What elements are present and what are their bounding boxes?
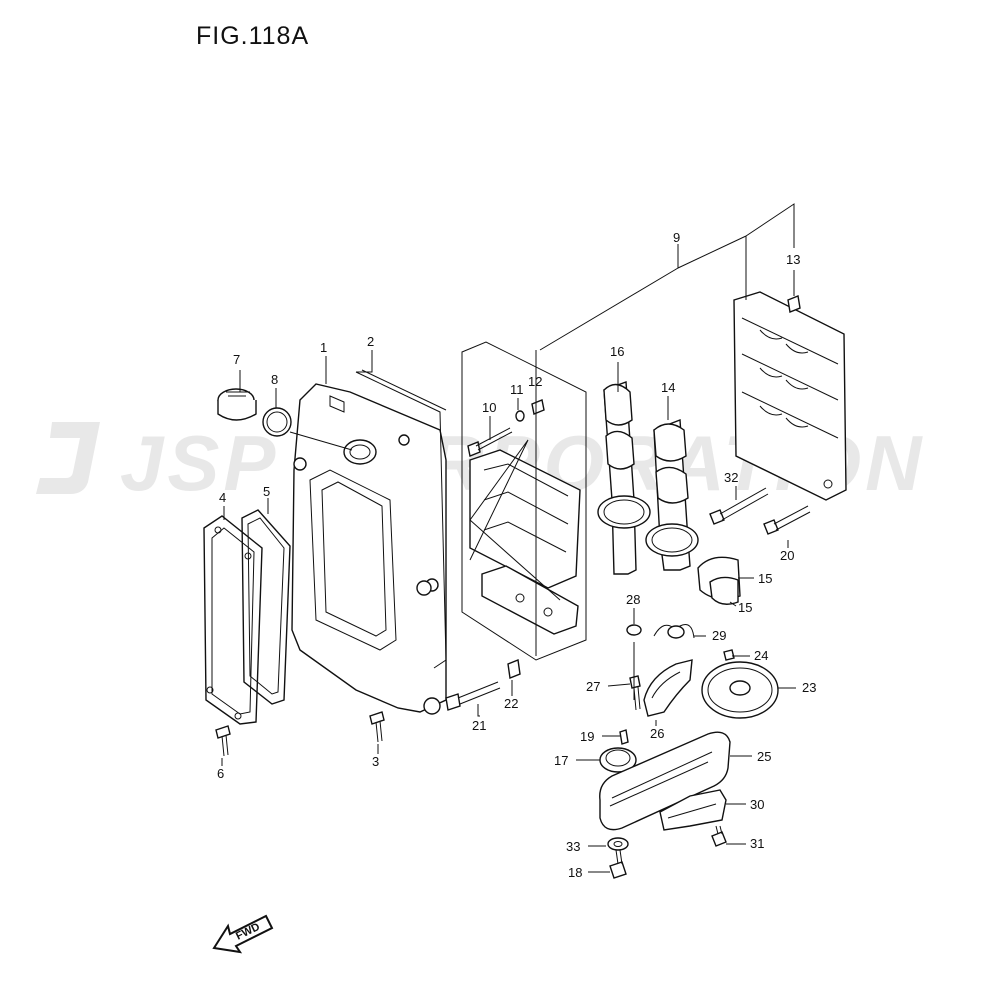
callout-1: 1 — [320, 340, 327, 355]
callout-20: 20 — [780, 548, 794, 563]
part-camshaft-16 — [597, 381, 651, 575]
part-pin-24 — [723, 649, 735, 661]
part-bolt-6 — [215, 725, 231, 757]
part-pin-12 — [531, 399, 545, 415]
callout-13: 13 — [786, 252, 800, 267]
part-head-cover-gasket — [355, 369, 447, 669]
part-bolt-27 — [629, 675, 641, 711]
part-camshaft-housing-lower — [469, 449, 581, 635]
callout-5: 5 — [263, 484, 270, 499]
callout-21: 21 — [472, 718, 486, 733]
part-grommet — [423, 697, 441, 715]
part-oil-filler-cap — [217, 388, 257, 421]
callout-6: 6 — [217, 766, 224, 781]
callout-12: 12 — [528, 374, 542, 389]
callout-15-upper: 15 — [758, 571, 772, 586]
callout-2: 2 — [367, 334, 374, 349]
part-bushing-15 — [697, 556, 741, 605]
callout-18: 18 — [568, 865, 582, 880]
part-sprocket-23 — [701, 661, 779, 719]
leader-lines — [221, 203, 796, 873]
callout-22: 22 — [504, 696, 518, 711]
part-key-19 — [619, 729, 629, 745]
callout-14: 14 — [661, 380, 675, 395]
part-bolt-21 — [445, 681, 501, 711]
part-chain-guide-30 — [659, 789, 727, 831]
callout-4: 4 — [219, 490, 226, 505]
part-camshaft-14 — [645, 419, 699, 571]
part-cylinder-head-cover — [291, 383, 447, 713]
part-washer-33 — [607, 837, 629, 851]
callout-labels: 1 2 3 4 5 6 7 8 9 10 11 12 13 14 15 15 1… — [217, 230, 816, 880]
part-timing-chain-25 — [599, 731, 731, 831]
part-group-frame — [461, 341, 587, 661]
callout-11: 11 — [510, 382, 524, 397]
callout-8: 8 — [271, 372, 278, 387]
part-spring-29 — [653, 624, 695, 639]
callout-24: 24 — [754, 648, 768, 663]
callout-7: 7 — [233, 352, 240, 367]
callout-23: 23 — [802, 680, 816, 695]
part-sleeve — [416, 580, 432, 596]
part-tensioner-arm-26 — [643, 659, 693, 717]
part-side-cover — [203, 515, 263, 725]
part-bolt-18 — [609, 849, 627, 879]
part-bolt-20 — [763, 505, 811, 535]
part-camshaft-housing-upper — [733, 291, 847, 501]
callout-28: 28 — [626, 592, 640, 607]
callout-27: 27 — [586, 679, 600, 694]
callout-10: 10 — [482, 400, 496, 415]
callout-17: 17 — [554, 753, 568, 768]
part-cover-gasket — [241, 509, 291, 705]
callout-33: 33 — [566, 839, 580, 854]
callout-15-lower: 15 — [738, 600, 752, 615]
part-bolt-3 — [369, 711, 385, 743]
part-bolt-31 — [711, 825, 727, 847]
callout-25: 25 — [757, 749, 771, 764]
callout-26: 26 — [650, 726, 664, 741]
part-pin-13 — [787, 295, 801, 313]
fwd-arrow-icon: FWD — [212, 914, 274, 954]
callout-19: 19 — [580, 729, 594, 744]
callout-32: 32 — [724, 470, 738, 485]
callout-3: 3 — [372, 754, 379, 769]
part-dowel-22 — [507, 659, 521, 679]
callout-31: 31 — [750, 836, 764, 851]
callout-29: 29 — [712, 628, 726, 643]
figure-title: FIG.118A — [196, 22, 310, 50]
callout-9: 9 — [673, 230, 680, 245]
callout-30: 30 — [750, 797, 764, 812]
part-bolt-10 — [467, 427, 513, 457]
part-washer-11 — [515, 410, 525, 422]
part-bolt-32 — [709, 487, 769, 525]
part-washer-28 — [626, 624, 642, 636]
callout-16: 16 — [610, 344, 624, 359]
part-o-ring — [262, 407, 292, 437]
